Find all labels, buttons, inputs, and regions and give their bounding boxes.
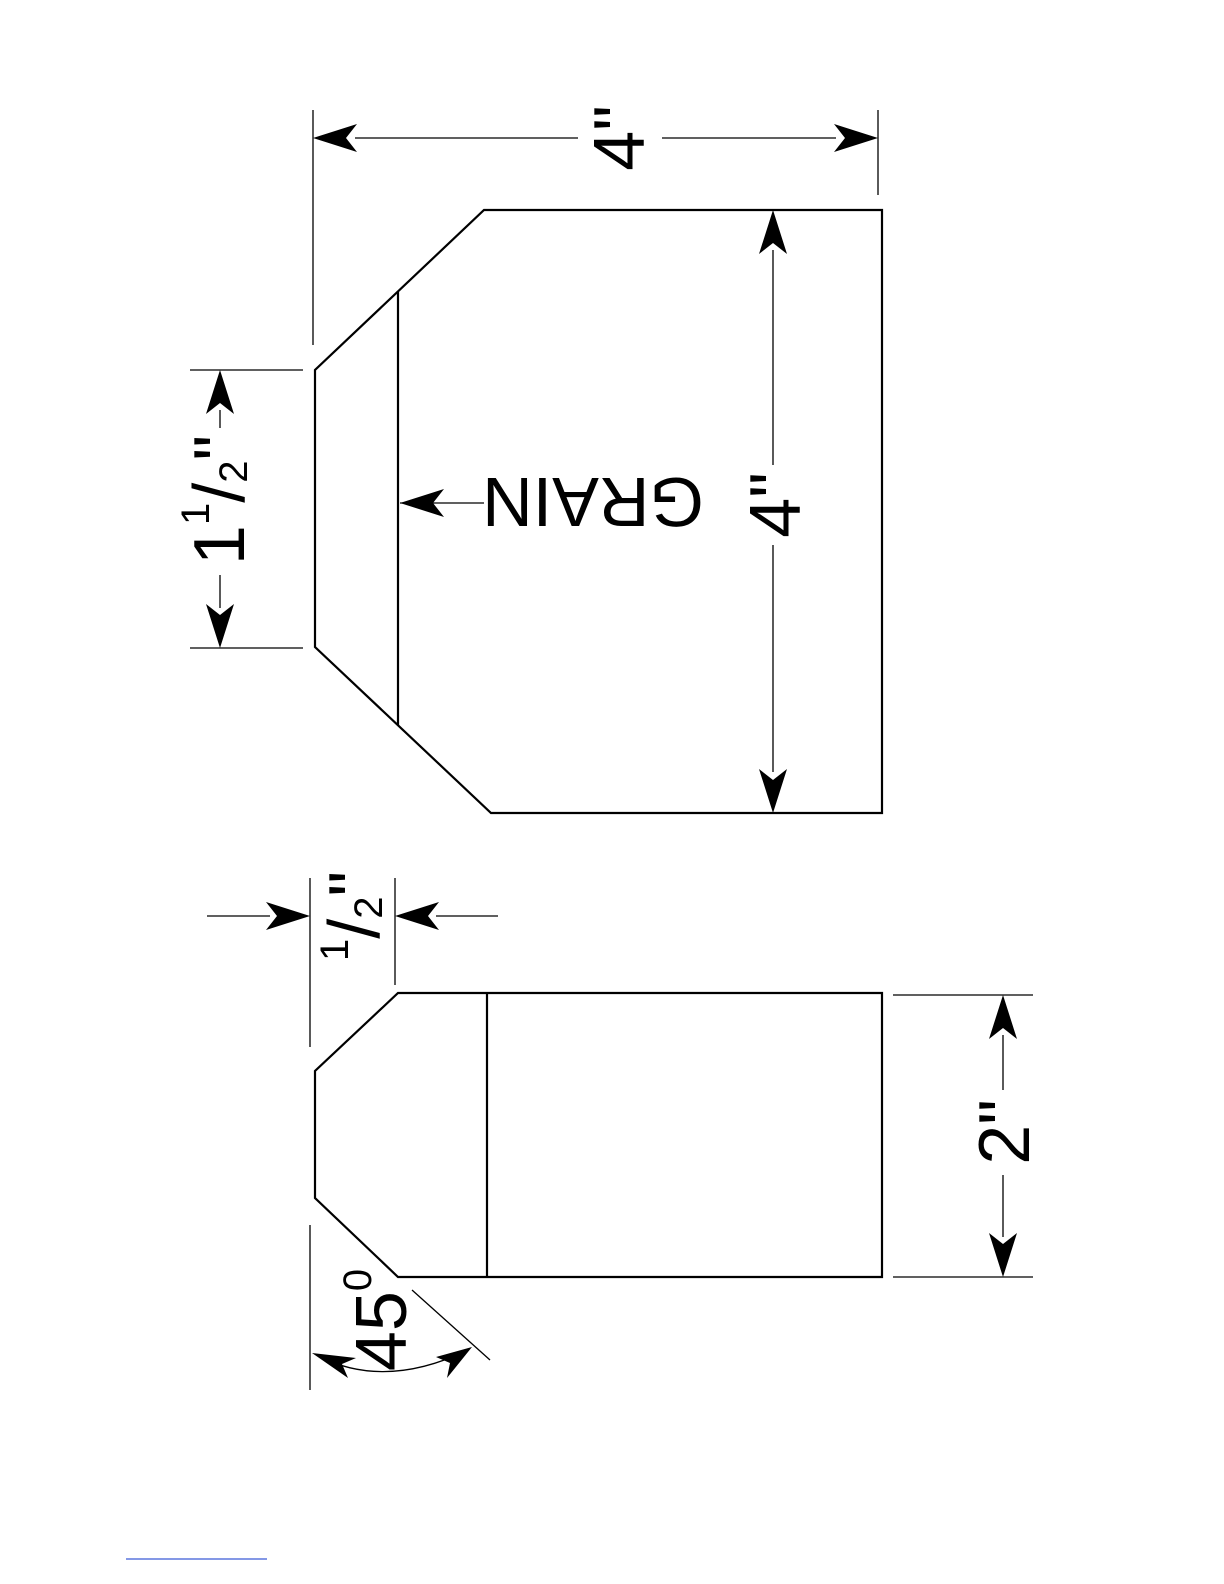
arrowhead <box>206 604 234 648</box>
arrowhead <box>834 124 878 152</box>
arrowhead <box>989 1233 1017 1277</box>
arrowhead <box>989 995 1017 1039</box>
offset-dimension: 1/2" <box>207 871 498 1047</box>
grain-indicator: GRAIN <box>400 463 704 541</box>
angle-label: 450 <box>336 1269 422 1371</box>
arrowhead <box>759 769 787 813</box>
inner-height-label: 4" <box>736 472 816 538</box>
grain-label: GRAIN <box>482 463 704 541</box>
small-piece-outline <box>315 993 882 1277</box>
arrowhead <box>206 370 234 414</box>
angle-dimension: 450 <box>310 1225 490 1390</box>
small-height-dimension: 2" <box>893 995 1045 1277</box>
arrowhead <box>395 902 439 930</box>
arrowhead <box>759 210 787 254</box>
flat-width-dimension: 11/2" <box>174 370 303 648</box>
small-height-label: 2" <box>965 1099 1045 1165</box>
inner-height-dimension: 4" <box>736 210 816 813</box>
flat-width-label: 11/2" <box>174 435 260 565</box>
arrowhead <box>266 902 310 930</box>
arrowhead <box>313 124 357 152</box>
offset-label: 1/2" <box>313 871 395 961</box>
small-pattern-piece <box>315 993 882 1277</box>
arrowhead <box>436 1347 472 1378</box>
top-width-label: 4" <box>580 105 660 171</box>
